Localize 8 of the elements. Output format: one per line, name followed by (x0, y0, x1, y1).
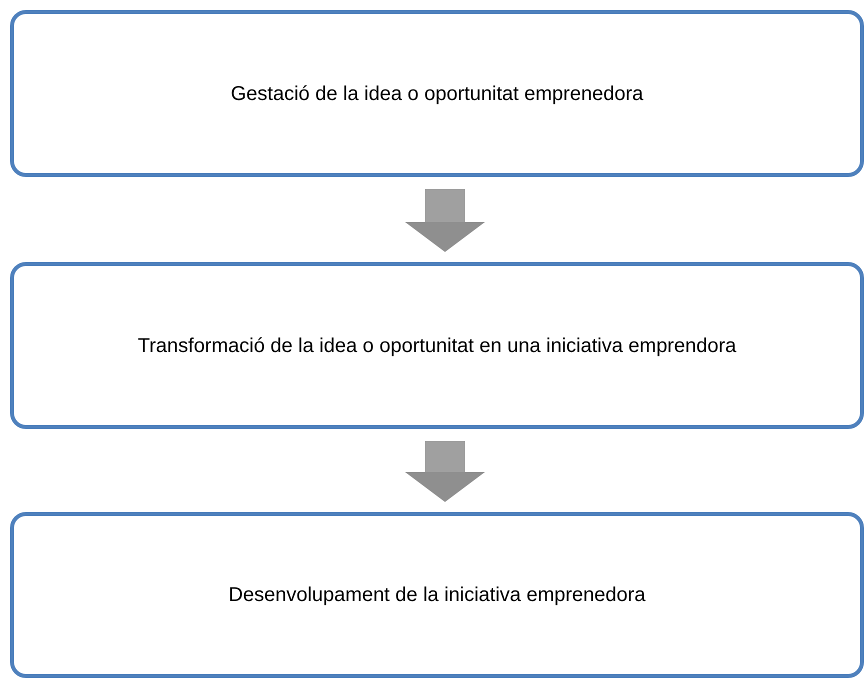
block-arrow (405, 441, 485, 502)
block-arrow (405, 189, 485, 252)
step-text: Gestació de la idea o oportunitat emprenedora (230, 82, 644, 106)
process-box (10, 262, 864, 429)
process-box (10, 512, 864, 678)
step-text: Desenvolupament de la iniciativa emprenedora (228, 583, 646, 608)
step-text: Transformació de la idea o oportunitat en una iniciativa emprendora (138, 334, 736, 358)
process-box (10, 10, 864, 177)
